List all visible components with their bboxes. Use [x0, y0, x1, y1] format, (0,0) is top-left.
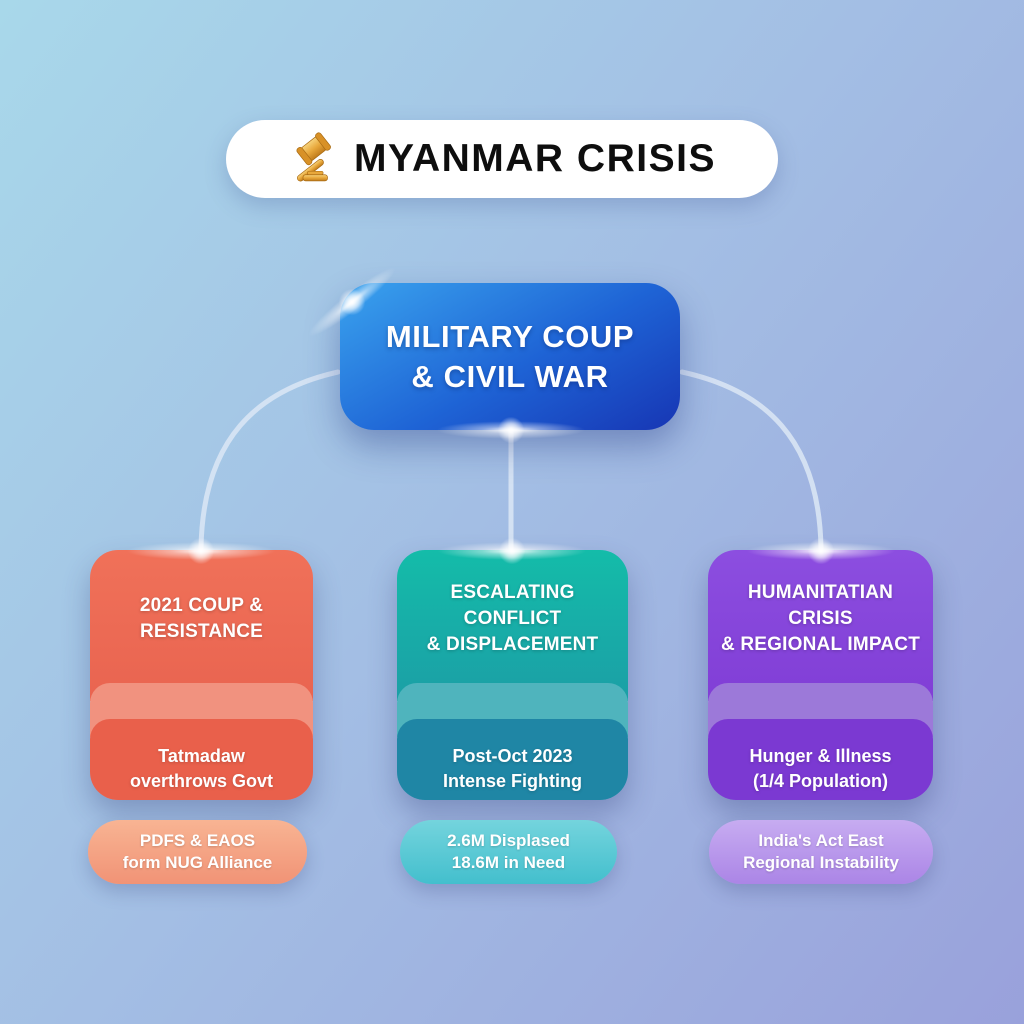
- branch-body-text: Tatmadaw overthrows Govt: [129, 745, 274, 791]
- branch-title: ESCALATING CONFLICT & DISPLACEMENT: [426, 581, 599, 655]
- branch-body-text: Post-Oct 2023 Intense Fighting: [443, 745, 582, 791]
- branch-chip-humanitarian-regional: India's Act East Regional Instability: [709, 820, 933, 884]
- branch-title: 2021 COUP & RESISTANCE: [139, 594, 264, 642]
- branch-title-section: HUMANITATIAN CRISIS & REGIONAL IMPACT: [708, 550, 933, 701]
- branch-chip-conflict-displacement: 2.6M Displased 18.6M in Need: [400, 820, 617, 884]
- connector-right: [679, 369, 824, 551]
- gavel-icon: [296, 132, 331, 182]
- page-title: MYANMAR CRISIS: [354, 137, 716, 180]
- root-node-label: MILITARY COUP & CIVIL WAR: [385, 318, 635, 394]
- branch-title-section: ESCALATING CONFLICT & DISPLACEMENT: [397, 550, 628, 701]
- branch-card-humanitarian-regional: HUMANITATIAN CRISIS & REGIONAL IMPACT Hu…: [708, 550, 933, 800]
- branch-chip-coup-resistance: PDFS & EAOS form NUG Alliance: [88, 820, 307, 884]
- branch-chip-text: 2.6M Displased 18.6M in Need: [447, 831, 570, 872]
- branch-chip-text: India's Act East Regional Instability: [743, 831, 899, 872]
- root-node-military-coup: MILITARY COUP & CIVIL WAR: [340, 283, 680, 430]
- header-pill: MYANMAR CRISIS: [226, 120, 778, 198]
- branch-card-coup-resistance: 2021 COUP & RESISTANCE Tatmadaw overthro…: [90, 550, 313, 800]
- branch-card-conflict-displacement: ESCALATING CONFLICT & DISPLACEMENT Post-…: [397, 550, 628, 800]
- connector-left: [198, 369, 341, 551]
- branch-chip-text: PDFS & EAOS form NUG Alliance: [122, 831, 273, 872]
- branch-body-section: Tatmadaw overthrows Govt: [90, 719, 313, 800]
- branch-title-section: 2021 COUP & RESISTANCE: [90, 550, 313, 701]
- branch-body-section: Post-Oct 2023 Intense Fighting: [397, 719, 628, 800]
- branch-body-section: Hunger & Illness (1/4 Population): [708, 719, 933, 800]
- branch-body-text: Hunger & Illness (1/4 Population): [749, 745, 892, 791]
- branch-title: HUMANITATIAN CRISIS & REGIONAL IMPACT: [720, 581, 921, 655]
